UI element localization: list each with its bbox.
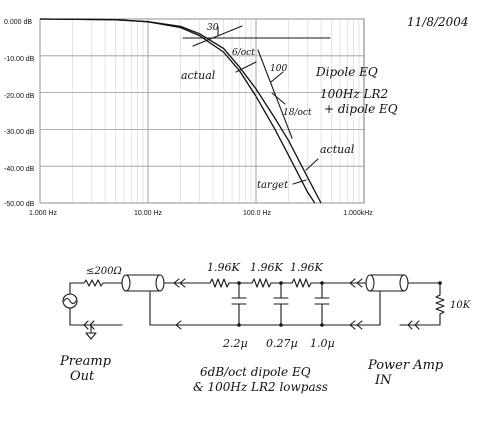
resistor-r3 <box>291 278 312 288</box>
source-resistor <box>83 279 123 287</box>
c2-label: 0.27µ <box>266 337 298 350</box>
connector-arrows <box>83 320 95 330</box>
preamp-label-line2: Out <box>70 369 95 384</box>
ground-symbol <box>85 332 97 340</box>
x-tick-label: 1.000kHz <box>343 210 373 217</box>
wire <box>365 290 381 326</box>
junction-dot <box>279 281 283 285</box>
source-impedance-label: ≤200Ω <box>86 266 122 277</box>
junction-dot <box>279 323 283 327</box>
cable-left-end <box>121 274 131 292</box>
date-note: 11/8/2004 <box>407 15 469 29</box>
y-tick-label: -50.00 dB <box>4 201 35 208</box>
actual-bottom-arrow <box>305 158 319 171</box>
actual-bottom-note: actual <box>320 143 355 156</box>
poweramp-label-line1: Power Amp <box>367 358 444 373</box>
sine-wave-icon <box>63 297 77 305</box>
y-tick-label: -10.00 dB <box>4 56 35 63</box>
freq-100-note: 100 <box>270 64 287 74</box>
cable-right <box>369 274 405 292</box>
junction-dot <box>438 281 442 285</box>
c3-label: 1.0µ <box>310 337 335 350</box>
circuit-schematic: ≤200Ω 1.96K 1.96K 1.96K 2.2µ 0.27µ 1.0µ … <box>59 261 471 394</box>
lr2-arrow <box>271 92 286 105</box>
capacitor-c3 <box>314 282 330 326</box>
target-arrow <box>292 179 307 185</box>
cable-right-end <box>365 274 375 292</box>
load-label: 10K <box>450 300 471 311</box>
cable-left <box>125 274 161 292</box>
r1-label: 1.96K <box>207 261 240 274</box>
capacitor-c1 <box>231 282 247 326</box>
load-resistor <box>435 294 445 315</box>
slope-6-note: 6/oct <box>232 48 255 58</box>
resistor-r2 <box>251 278 272 288</box>
capacitor-c2 <box>273 282 289 326</box>
wire <box>69 282 85 295</box>
x-tick-label: 100.0 Hz <box>243 210 272 217</box>
target-note: target <box>257 180 289 191</box>
cable-left-end <box>155 274 165 292</box>
lr2-note-line2: + dipole EQ <box>324 102 398 116</box>
actual-top-arrow <box>235 61 257 73</box>
wire <box>163 278 187 288</box>
series-layer <box>39 18 322 204</box>
corner-30-note: 30 <box>207 23 219 33</box>
series-target-curve <box>39 18 316 204</box>
junction-dot <box>237 281 241 285</box>
actual-top-note: actual <box>181 69 216 82</box>
r2-label: 1.96K <box>250 261 283 274</box>
poweramp-label-line2: IN <box>374 373 392 388</box>
r3-label: 1.96K <box>290 261 323 274</box>
y-tick-label: -20.00 dB <box>4 93 35 100</box>
wire <box>407 282 441 296</box>
wire <box>69 307 123 326</box>
wire <box>339 278 367 288</box>
caption-line1: 6dB/oct dipole EQ <box>200 365 311 379</box>
slope-18-note: 18/oct <box>283 108 312 118</box>
slope-18-line <box>257 49 293 139</box>
junction-dot <box>237 323 241 327</box>
junction-dot <box>320 281 324 285</box>
y-tick-label: -40.00 dB <box>4 166 35 173</box>
caption-line2: & 100Hz LR2 lowpass <box>193 380 328 394</box>
c1-label: 2.2µ <box>222 337 248 350</box>
dipole-eq-note: Dipole EQ <box>315 65 378 79</box>
y-tick-label: 0.000 dB <box>4 19 32 26</box>
wire <box>339 320 367 330</box>
wire <box>399 313 441 330</box>
dipole-eq-arrow <box>270 71 284 83</box>
y-tick-label: -30.00 dB <box>4 129 35 136</box>
slope-6-line <box>192 25 243 47</box>
cable-right-end <box>399 274 409 292</box>
junction-dot <box>320 323 324 327</box>
preamp-label-line1: Preamp <box>59 354 112 369</box>
lr2-note-line1: 100Hz LR2 <box>320 87 388 101</box>
x-tick-label: 1.000 Hz <box>29 210 58 217</box>
plot-area <box>39 18 365 204</box>
frequency-response-chart: 0.000 dB -10.00 dB -20.00 dB -30.00 dB -… <box>4 18 398 217</box>
wire <box>149 291 187 330</box>
x-tick-label: 10.00 Hz <box>134 210 163 217</box>
resistor-r1 <box>209 278 230 288</box>
